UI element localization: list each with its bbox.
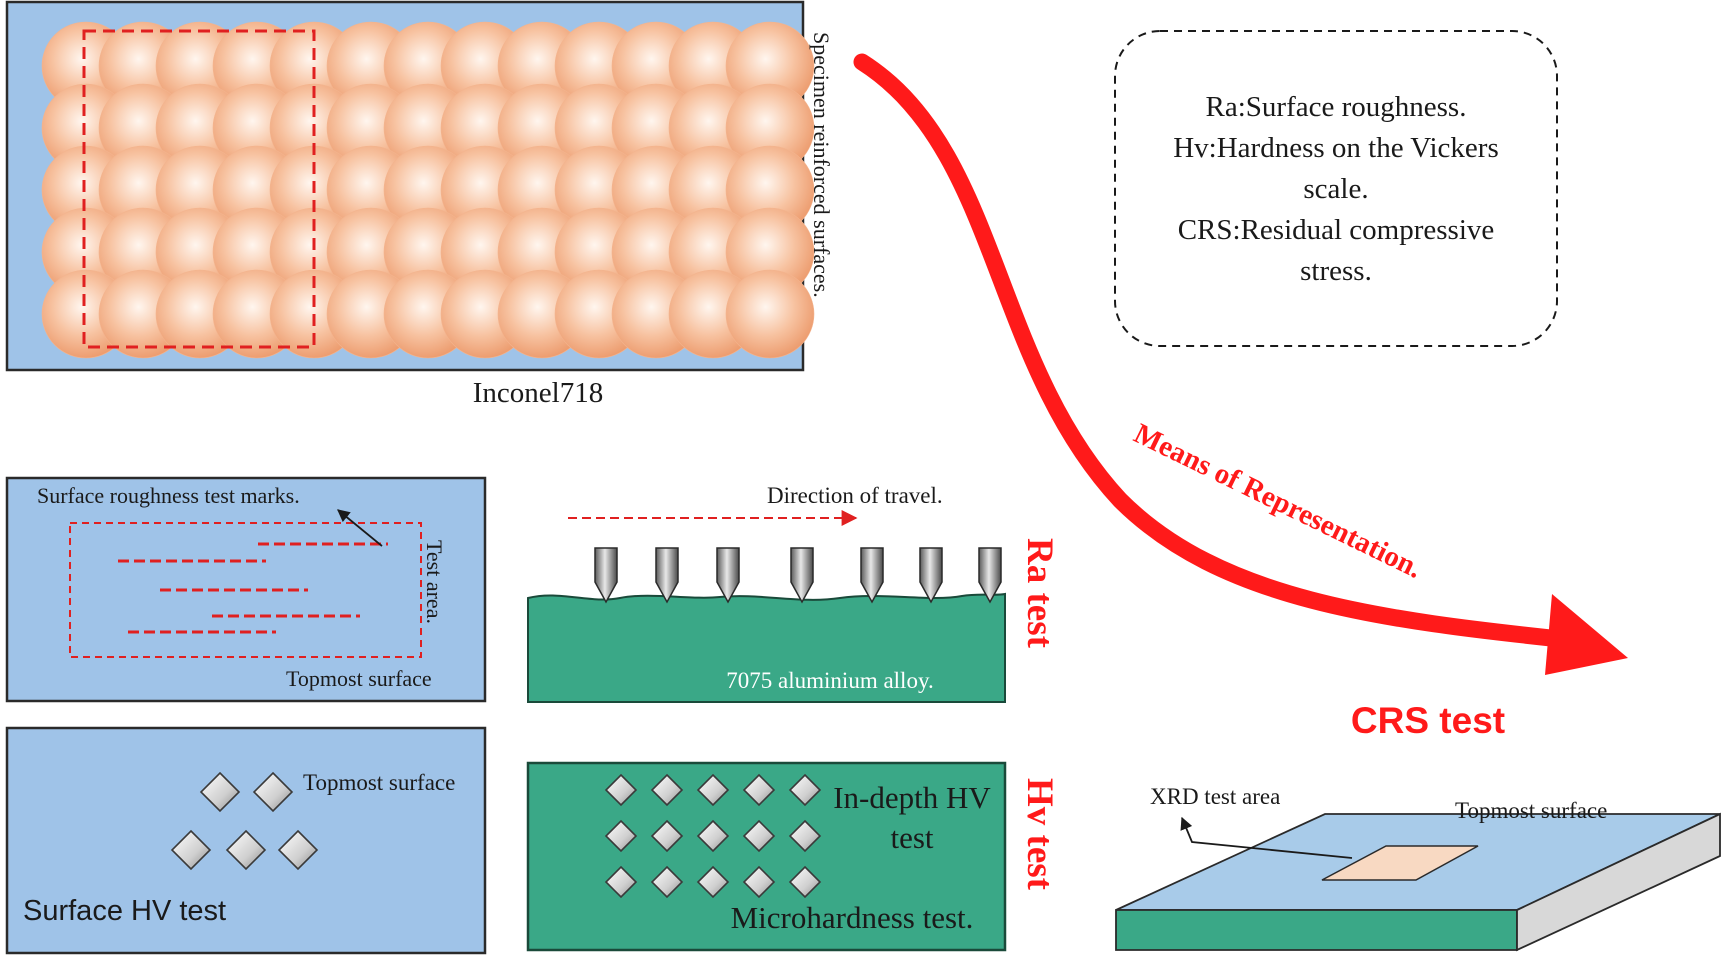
vickers-indent-icon (788, 773, 822, 807)
vickers-indent-icon (225, 829, 267, 871)
depth-label-1: In-depth HV (833, 780, 991, 815)
vickers-indent-icon (604, 773, 638, 807)
xrd-area (1321, 845, 1479, 881)
crs-surface-label: Topmost surface (1455, 798, 1607, 823)
marks-pointer (337, 509, 383, 547)
hv-surface-label: Topmost surface (303, 770, 455, 795)
vickers-indent-icon (742, 865, 776, 899)
vickers-indent-icon (650, 819, 684, 853)
crs-test-title: CRS test (1351, 700, 1505, 741)
xrd-label: XRD test area (1150, 784, 1280, 809)
xrd-pointer (1180, 816, 1353, 859)
micro-label: Microhardness test. (731, 900, 974, 935)
test-area-box (69, 522, 422, 658)
specimen-panel: Specimen reinforced surfaces. Inconel718 (5, 0, 834, 409)
legend-box: Ra:Surface roughness. Hv:Hardness on the… (1114, 30, 1558, 347)
crs-plate: XRD test area Topmost surface (1115, 784, 1721, 952)
legend-line-2: Hv:Hardness on the Vickers (1173, 132, 1499, 164)
depth-hv-panel: In-depth HV test Microhardness test. (526, 761, 1007, 952)
vickers-indent-icon (696, 865, 730, 899)
shot-sphere-icon (725, 269, 815, 359)
surface-indents (170, 771, 319, 871)
stylus-probe-icon (860, 547, 884, 604)
specimen-name: Inconel718 (473, 377, 603, 409)
vickers-indent-icon (650, 865, 684, 899)
vickers-indent-icon (742, 773, 776, 807)
travel-label: Direction of travel. (767, 483, 943, 508)
ra-surface-label: Topmost surface (286, 666, 432, 691)
specimen-side-label: Specimen reinforced surfaces. (809, 32, 834, 298)
marks-label: Surface roughness test marks. (37, 483, 300, 508)
legend-line-1: Ra:Surface roughness. (1206, 91, 1467, 123)
stylus-probes (594, 547, 1002, 604)
vickers-indent-icon (277, 829, 319, 871)
roughness-marks-panel: Surface roughness test marks. Test area.… (5, 476, 487, 703)
stylus-probe-icon (655, 547, 679, 604)
plate-front (1115, 909, 1518, 951)
vickers-indent-icon (604, 819, 638, 853)
vickers-indent-icon (696, 773, 730, 807)
ra-test-title: Ra test (1019, 538, 1060, 649)
stylus-probe-icon (790, 547, 814, 604)
roughness-marks (118, 542, 388, 634)
legend-line-3: scale. (1303, 173, 1368, 205)
selection-dashed-box (82, 29, 316, 349)
legend-line-4: CRS:Residual compressive (1178, 214, 1495, 246)
stylus-probe-icon (919, 547, 943, 604)
vickers-indent-icon (604, 865, 638, 899)
alloy-block (527, 592, 1006, 703)
vickers-indent-icon (788, 819, 822, 853)
vickers-indent-icon (742, 819, 776, 853)
depth-indents (604, 773, 822, 899)
vickers-indent-icon (788, 865, 822, 899)
hv-test-title: Hv test (1019, 778, 1060, 891)
legend-line-5: stress. (1300, 255, 1372, 287)
stylus-probe-icon (978, 547, 1002, 604)
depth-label-2: test (890, 820, 933, 855)
test-area-label: Test area. (422, 540, 447, 624)
vickers-indent-icon (170, 829, 212, 871)
stylus-probe-icon (594, 547, 618, 604)
vickers-indent-icon (696, 819, 730, 853)
stylus-panel: Direction of travel. 7075 aluminium allo… (527, 483, 1006, 703)
surface-hv-label: Surface HV test (23, 895, 226, 927)
arrow-label: Means of Representation. (1129, 418, 1427, 585)
curved-arrow-icon (853, 53, 1628, 675)
vickers-indent-icon (199, 771, 241, 813)
vickers-indent-icon (650, 773, 684, 807)
alloy-label: 7075 aluminium alloy. (726, 668, 933, 693)
vickers-indent-icon (252, 771, 294, 813)
plate-side (1516, 812, 1721, 952)
surface-hv-panel: Topmost surface Surface HV test (5, 726, 487, 955)
shot-array (41, 21, 815, 359)
stylus-probe-icon (716, 547, 740, 604)
